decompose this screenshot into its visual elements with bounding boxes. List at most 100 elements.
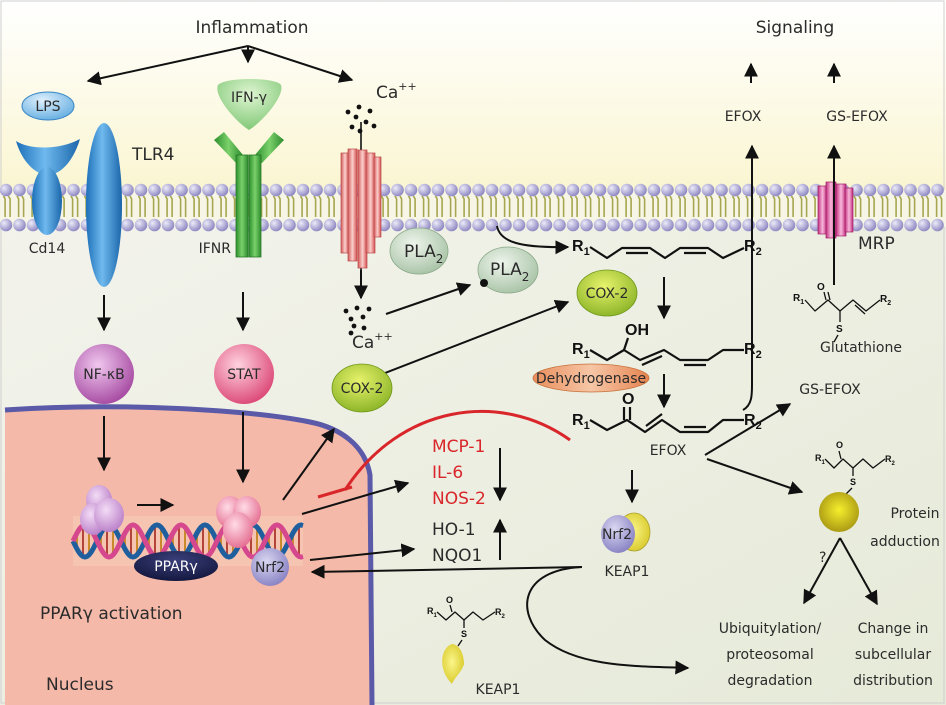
- keap1-complex-label: KEAP1: [605, 564, 650, 580]
- cox2-enzyme-induced: [331, 363, 393, 413]
- uncertain-mark: ?: [819, 550, 826, 566]
- lipid-head: [526, 183, 539, 197]
- lipid-tail: [799, 195, 808, 217]
- lipid-head: [512, 183, 526, 197]
- lipid-tail: [880, 195, 889, 217]
- lipid-tail: [448, 195, 457, 217]
- lipid-head: [796, 218, 809, 232]
- lipid-tail: [326, 195, 335, 217]
- gene-mcp1: MCP-1: [432, 437, 485, 457]
- lipid-head: [404, 183, 418, 197]
- lipid-head: [917, 218, 931, 232]
- lipid-tail: [866, 195, 875, 217]
- lipid-tail: [394, 195, 403, 217]
- lipid-tail: [137, 195, 146, 217]
- lipid-head: [458, 183, 472, 197]
- dna-strand-pink: [70, 522, 304, 560]
- ifn-gamma-ligand: [217, 79, 282, 130]
- lipid-head: [931, 218, 944, 232]
- lipid-head: [593, 218, 607, 232]
- lipid-head: [391, 183, 404, 197]
- ifnr-arm-right: [255, 132, 284, 163]
- gene-nos2: NOS-2: [432, 489, 486, 509]
- lipid-head: [769, 218, 782, 232]
- arrow-inflammation-to-tlr4: [86, 45, 249, 86]
- lipid-head: [539, 183, 553, 197]
- lipid-head: [202, 183, 215, 197]
- lipid-head: [323, 183, 337, 197]
- protein-adduct-structure: R1 O R2 S: [815, 440, 896, 495]
- lipid-tail: [934, 195, 943, 217]
- lipid-tail: [569, 195, 578, 217]
- gs-efox-secreted-label: GS-EFOX: [826, 109, 888, 125]
- arrow-efox-to-gsefox: [704, 403, 792, 456]
- lipid-head: [917, 183, 931, 197]
- lipid-tail: [164, 195, 173, 217]
- svg-text:O: O: [836, 440, 843, 450]
- arrow-nucleus-to-cox2: [282, 427, 335, 501]
- calcium-ions-outside: [345, 104, 377, 134]
- ca-bound-pla2: [480, 279, 488, 287]
- lipid-head: [67, 218, 80, 232]
- lipid-head: [796, 183, 809, 197]
- lipid-head: [553, 218, 566, 232]
- lipid-tail: [461, 195, 470, 217]
- svg-text:R2: R2: [744, 238, 762, 258]
- ubiquitylation-label-2: proteosomal: [726, 647, 814, 663]
- lipid-head: [215, 183, 229, 197]
- lipid-head: [134, 218, 148, 232]
- dehydrogenase-label: Dehydrogenase: [536, 371, 646, 387]
- efox-secreted-label: EFOX: [725, 109, 762, 125]
- arrow-nucleus-to-inflammatory-genes: [301, 479, 410, 515]
- ifnr-label: IFNR: [199, 241, 232, 257]
- lipid-head: [121, 218, 134, 232]
- inflammation-label: Inflammation: [195, 18, 308, 38]
- ppar-activation-label: PPARγ activation: [40, 604, 183, 624]
- nrf2-cytosolic-protein: [601, 515, 635, 553]
- tlr4-receptor: [86, 123, 122, 287]
- nfkb-dna-complex: [80, 485, 124, 535]
- lipid-head: [647, 183, 661, 197]
- lipid-tail: [772, 195, 781, 217]
- glutathione-label: Glutathione: [820, 340, 902, 356]
- lipid-tail: [664, 195, 673, 217]
- lipid-tail: [542, 195, 551, 217]
- lipid-head: [890, 183, 904, 197]
- lipid-head: [566, 218, 580, 232]
- lipid-head: [13, 218, 26, 232]
- lipid-head: [647, 218, 661, 232]
- gene-ho1: HO-1: [432, 520, 476, 540]
- lipid-head: [863, 218, 877, 232]
- lipid-head: [175, 218, 188, 232]
- calcium-ions-inside: [343, 305, 372, 336]
- lipid-head: [661, 183, 674, 197]
- lipid-head: [13, 183, 26, 197]
- lipid-head: [499, 183, 512, 197]
- lps-label: LPS: [35, 99, 60, 115]
- lipid-head: [148, 218, 161, 232]
- plasma-membrane: [0, 183, 946, 232]
- svg-text:R1: R1: [572, 341, 590, 361]
- lipid-tail: [434, 195, 443, 217]
- svg-text:R1: R1: [572, 412, 590, 432]
- lipid-tail: [407, 195, 416, 217]
- lipid-head: [607, 218, 620, 232]
- lipid-head: [553, 183, 566, 197]
- lipid-tail: [313, 195, 322, 217]
- lipid-head: [701, 183, 715, 197]
- lipid-head: [715, 183, 728, 197]
- nucleus-label: Nucleus: [46, 675, 114, 695]
- lipid-head: [755, 183, 769, 197]
- lipid-head: [728, 183, 742, 197]
- lipid-tail: [259, 195, 268, 217]
- nrf2-nuclear-label: Nrf2: [255, 560, 285, 576]
- protein-adduction-label-1: Protein: [890, 506, 939, 522]
- ca-extracellular-label: Ca++: [376, 80, 417, 103]
- stat-label: STAT: [227, 367, 261, 383]
- gene-il6: IL-6: [432, 463, 463, 483]
- lipid-tail: [637, 195, 646, 217]
- svg-text:R1: R1: [815, 453, 826, 466]
- ca-intracellular-label: Ca++: [352, 330, 393, 353]
- ifnr-receptor-right: [248, 154, 262, 258]
